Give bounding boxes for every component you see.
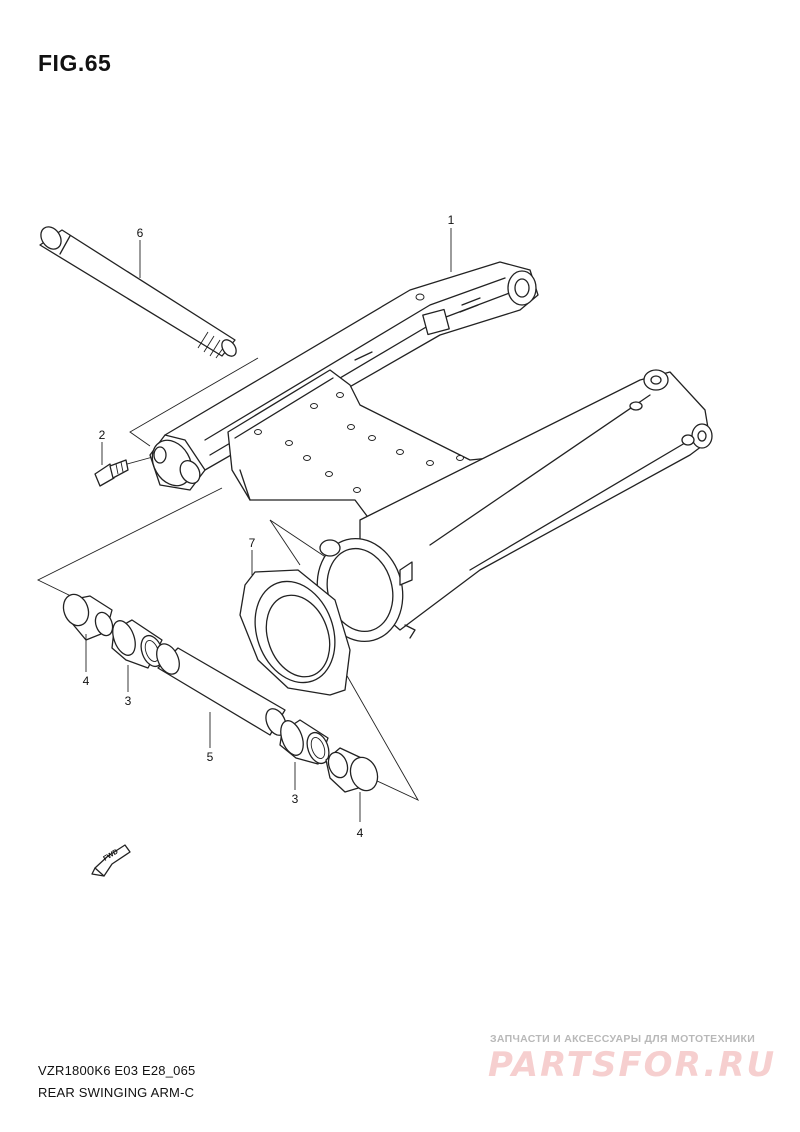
leader-lines: [85, 228, 452, 822]
dust-seal-part-7: [239, 569, 351, 696]
callout-3-right: 3: [291, 792, 299, 806]
callout-4-left: 4: [82, 674, 90, 688]
model-code: VZR1800K6 E03 E28_065: [38, 1063, 196, 1078]
spacer-part-4-left: [62, 593, 114, 641]
figure-title: FIG.65: [38, 50, 112, 76]
part-name: REAR SWINGING ARM-C: [38, 1085, 195, 1100]
spacer-part-4-right: [325, 747, 379, 793]
callout-7: 7: [248, 536, 256, 550]
bolt-part-2: [94, 459, 129, 487]
forward-arrow-icon: [91, 844, 131, 877]
bearing-part-3-left: [111, 619, 164, 669]
swinging-arm-part-1: [149, 261, 713, 643]
bearing-part-3-right: [279, 719, 330, 765]
watermark-tagline: ЗАПЧАСТИ И АКСЕССУАРЫ ДЛЯ МОТОТЕХНИКИ: [490, 1033, 756, 1045]
callout-1: 1: [447, 213, 455, 227]
pivot-shaft-part-6: [39, 226, 237, 359]
callout-6: 6: [136, 226, 144, 240]
callout-4-right: 4: [356, 826, 364, 840]
callout-3-left: 3: [124, 694, 132, 708]
callout-2: 2: [98, 428, 106, 442]
callout-5: 5: [206, 750, 214, 764]
watermark-logo: PARTSFOR.RU: [488, 1045, 777, 1085]
